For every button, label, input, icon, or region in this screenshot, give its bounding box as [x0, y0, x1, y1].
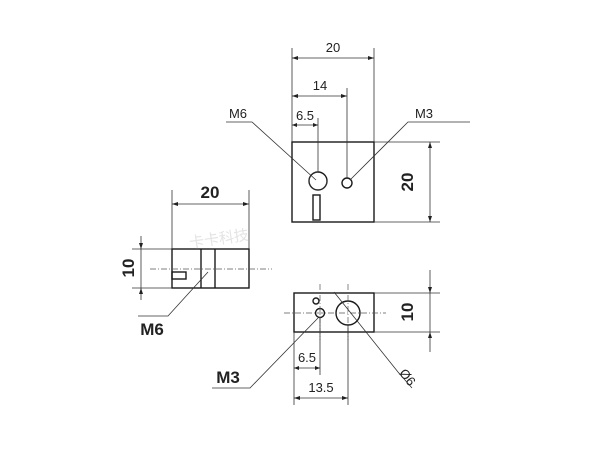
top-view-offset-label: 6.5 — [296, 108, 314, 123]
bottom-view-inner-width-label: 13.5 — [308, 380, 333, 395]
bottom-view-m3-leader — [212, 317, 319, 389]
left-view-width-label: 20 — [201, 183, 220, 202]
top-view: 20 14 6.5 20 M6 M3 — [226, 40, 470, 223]
left-view-m6-leader — [138, 271, 209, 317]
top-view-m6-leader — [226, 121, 317, 181]
left-view-block-outline — [171, 248, 250, 289]
bottom-view-d6-leader — [333, 291, 413, 389]
bottom-view: 10 6.5 13.5 M3 Ø6 — [212, 270, 440, 405]
left-view-m6-label: M6 — [140, 320, 164, 339]
top-view-width-label: 20 — [326, 40, 340, 55]
bottom-view-block-outline — [293, 292, 375, 333]
watermark-text: 卡卡科技 — [188, 226, 250, 252]
top-view-m6-label: M6 — [229, 106, 247, 121]
top-view-m3-leader — [349, 121, 470, 181]
left-view-height-label: 10 — [119, 259, 138, 278]
top-view-block-outline — [291, 141, 375, 223]
bottom-view-offset-label: 6.5 — [298, 350, 316, 365]
top-view-inner-width-label: 14 — [313, 78, 327, 93]
top-view-slot — [312, 194, 321, 221]
bottom-view-height-label: 10 — [398, 303, 417, 322]
left-view: 20 10 M6 — [119, 183, 272, 339]
bottom-view-m3-label: M3 — [216, 368, 240, 387]
top-view-height-label: 20 — [398, 173, 417, 192]
left-view-slot — [171, 271, 187, 280]
top-view-m3-label: M3 — [415, 106, 433, 121]
bottom-view-diameter-label: Ø6 — [396, 366, 418, 389]
